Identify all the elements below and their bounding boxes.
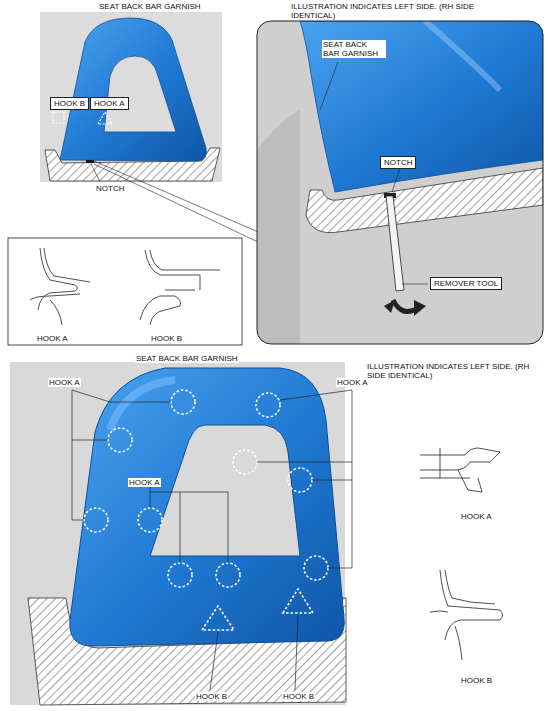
- bottom-panel: [10, 362, 352, 705]
- hook-label: HOOK A: [36, 334, 69, 343]
- hook-label: HOOK B: [460, 676, 493, 685]
- part-name: SEAT BACK BAR GARNISH: [98, 2, 202, 11]
- hook-label: HOOK A: [460, 512, 493, 521]
- hook-inset: [8, 238, 242, 345]
- hook-label: HOOK B: [195, 692, 228, 701]
- note: ILLUSTRATION INDICATES LEFT SIDE. (RH SI…: [290, 2, 492, 20]
- hook-label: HOOK B: [150, 334, 183, 343]
- hook-tag: HOOK A: [90, 97, 129, 110]
- hook-label: HOOK A: [128, 478, 161, 487]
- part-name: REMOVER TOOL: [430, 277, 502, 290]
- note: ILLUSTRATION INDICATES LEFT SIDE. (RH SI…: [366, 362, 544, 380]
- hook-sketches: [420, 448, 503, 660]
- hook-label: HOOK A: [48, 378, 81, 387]
- part-name: NOTCH: [380, 156, 416, 169]
- zoom-panel: [257, 21, 543, 344]
- part-name: NOTCH: [95, 184, 125, 193]
- hook-label: HOOK B: [282, 692, 315, 701]
- part-name: SEAT BACK BAR GARNISH: [322, 40, 386, 58]
- hook-tag: HOOK B: [50, 97, 89, 110]
- hook-label: HOOK A: [336, 378, 369, 387]
- part-name: SEAT BACK BAR GARNISH: [135, 354, 239, 363]
